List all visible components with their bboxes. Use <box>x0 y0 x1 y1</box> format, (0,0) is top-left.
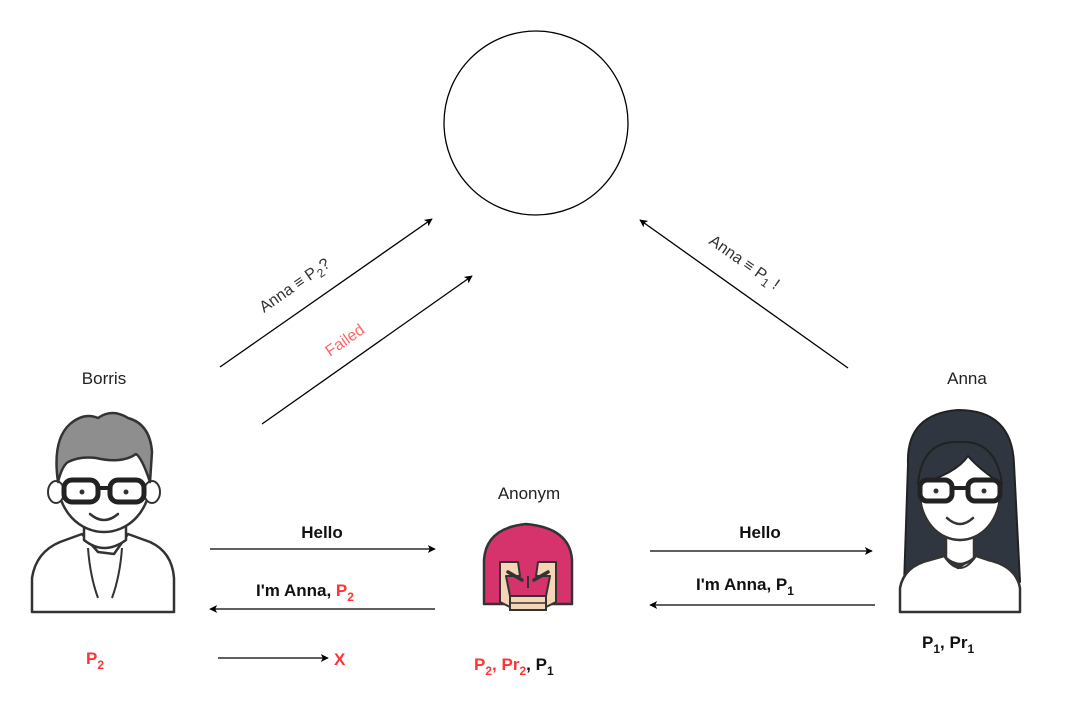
anna-name: Anna <box>947 369 987 388</box>
hello-label-right: Hello <box>739 523 781 542</box>
hello-label-left: Hello <box>301 523 343 542</box>
borris-name: Borris <box>82 369 126 388</box>
confirm-label: Anna ≡ P1 ! <box>704 232 783 295</box>
reply-label-left: I'm Anna, P2 <box>256 581 354 604</box>
borris-avatar <box>30 411 176 614</box>
x-mark: X <box>334 650 346 669</box>
anonym-keys: P2, Pr2, P1 <box>474 655 554 678</box>
failed-arrow <box>261 275 473 425</box>
anna-keys: P1, Pr1 <box>922 633 974 656</box>
query-arrow <box>219 218 433 368</box>
query-label: Anna ≡ P2? <box>257 255 336 318</box>
anonym-name: Anonym <box>498 484 560 503</box>
verification-circle <box>443 30 629 216</box>
anonym-avatar <box>482 516 574 611</box>
borris-key: P2 <box>86 649 104 672</box>
anna-avatar <box>898 409 1022 614</box>
confirm-arrow <box>639 219 849 369</box>
reply-label-right: I'm Anna, P1 <box>696 575 794 598</box>
